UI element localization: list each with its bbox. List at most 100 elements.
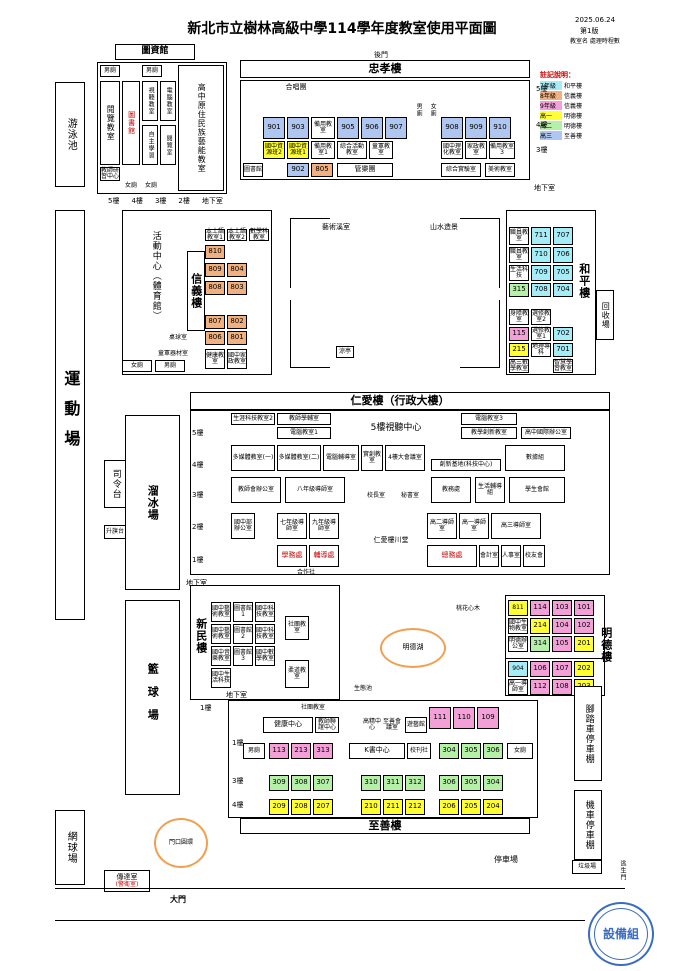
room-205: 205 xyxy=(461,799,481,815)
zs-label: 教師聯誼中心 xyxy=(315,717,339,733)
av-room: 視聽教室 xyxy=(142,81,158,121)
zx-label: 備用教室3 xyxy=(489,141,515,159)
ra-label: 高一導師室 xyxy=(459,513,489,539)
zs-label: 女廁 xyxy=(507,743,533,759)
xy-label: 本土語教室2 xyxy=(227,227,247,241)
xm-label: 國中科技教室 xyxy=(255,602,275,622)
av-center: 5樓視聽中心 xyxy=(370,423,422,434)
room-903: 903 xyxy=(287,117,309,139)
library-cell: 女廁 xyxy=(144,181,157,189)
room-115: 115 xyxy=(509,327,529,341)
hp-label: 智慧學習教室 xyxy=(553,358,573,373)
xy-label: 健康教室 xyxy=(205,349,225,369)
room-215: 215 xyxy=(509,343,529,357)
legend-swatch: 高一 xyxy=(540,111,562,120)
library-cell: 男廁 xyxy=(142,65,162,77)
hp-label: 身障教室 xyxy=(509,309,529,325)
mingde-building-lower: 904 106 107 202 高一導師室 112 108 203 xyxy=(505,658,605,696)
zx-label: 備用教室1 xyxy=(311,141,335,159)
zx-label: 男廁 xyxy=(415,103,423,117)
hp-label: 選修教室1 xyxy=(531,326,551,341)
md-label: 國中生物教室 xyxy=(508,618,528,634)
room-113: 113 xyxy=(269,743,289,759)
ra-label: 人事室 xyxy=(501,545,521,567)
aboriginal-room: 高中原住民族藝能教室 xyxy=(178,65,224,191)
recycle-area: 回收場 xyxy=(596,290,614,340)
room-705: 705 xyxy=(553,265,573,281)
room-311: 311 xyxy=(383,775,403,791)
room-710: 710 xyxy=(531,247,551,263)
zs-label: 社團教室 xyxy=(300,703,325,711)
ra-label: 國中部辦公室 xyxy=(231,513,255,539)
room-106: 106 xyxy=(530,661,550,677)
zx-label: 合唱團 xyxy=(285,83,307,92)
zx-label: 綜合活動教室 xyxy=(337,141,367,159)
xy-label: 童軍器材室 xyxy=(157,349,188,357)
room-905: 905 xyxy=(337,117,359,139)
pavilion: 涼亭 xyxy=(336,346,354,358)
room-310: 310 xyxy=(361,775,381,791)
room-304: 304 xyxy=(483,775,503,791)
room-111: 111 xyxy=(429,707,451,729)
ra-label: 高中國際辦公室 xyxy=(521,427,571,439)
ra-label: 4樓大會議室 xyxy=(385,445,425,471)
zhishan-name: 至善樓 xyxy=(240,818,530,834)
header-version: 第1版 xyxy=(580,27,599,35)
room-212: 212 xyxy=(405,799,425,815)
road-line xyxy=(55,920,585,921)
renai-name: 仁愛樓（行政大樓） xyxy=(190,392,610,410)
ra-label: 高三導師室 xyxy=(491,513,541,539)
reading-hall: 閱覽室 xyxy=(160,125,176,165)
floor-label: 地下室 xyxy=(201,197,223,205)
courtyard-left: 藝術溪室 xyxy=(322,223,350,231)
ra-floor: 4樓 xyxy=(192,461,204,469)
zs-floor: 3樓 xyxy=(232,777,244,785)
roundabout: 門口圓環 xyxy=(154,818,208,868)
md-label: 明德辦公室 xyxy=(508,636,528,652)
ra-floor: 1樓 xyxy=(192,556,204,564)
ra-floor: 2樓 xyxy=(192,523,204,531)
room-312: 312 xyxy=(405,775,425,791)
ra-label: 電腦教室1 xyxy=(277,427,331,439)
zhongxiao-name: 忠孝樓 xyxy=(240,60,530,78)
podium: 司令台 xyxy=(104,460,126,508)
xm-label: 國中科技教室 xyxy=(255,624,275,644)
hp-label: 選修教室2 xyxy=(531,309,551,325)
legend-desc: 信義樓 xyxy=(564,93,583,100)
mahogany: 桃花心木 xyxy=(456,605,481,612)
xy-label: 數學科教室 xyxy=(249,227,269,241)
ra-label: 學務處 xyxy=(277,545,307,567)
zs-label: K書中心 xyxy=(349,743,405,759)
room-802: 802 xyxy=(227,315,247,329)
tennis-court: 網球場 xyxy=(55,810,85,885)
ra-label: 秘書室 xyxy=(400,491,419,499)
ra-floor: 3樓 xyxy=(192,491,204,499)
room-107: 107 xyxy=(552,661,572,677)
ra-label: 教師會辦公室 xyxy=(231,477,281,503)
zx-label: 綜合實驗室 xyxy=(441,163,481,177)
room-103: 103 xyxy=(552,600,572,616)
hp-label: 高三數學教室 xyxy=(509,358,529,373)
ra-label: 實創教室 xyxy=(361,445,383,471)
room-202: 202 xyxy=(574,661,594,677)
room-807: 807 xyxy=(205,315,225,329)
zs-floor: 4樓 xyxy=(232,801,244,809)
room-811: 811 xyxy=(508,600,528,616)
legend-swatch: 7年級 xyxy=(540,81,562,90)
room-902: 902 xyxy=(287,163,309,177)
floor-label: 2樓 xyxy=(178,197,190,205)
teacher-center: 教師研習中心 xyxy=(100,166,120,181)
room-907: 907 xyxy=(385,117,407,139)
room-308: 308 xyxy=(291,775,311,791)
sports-field: 運動場 xyxy=(55,210,85,620)
legend-desc: 明德樓 xyxy=(564,113,583,120)
moto-parking: 機車停車棚 xyxy=(574,790,602,860)
xm-label: 國中數學教室 xyxy=(255,646,275,666)
ra-label: 校長室 xyxy=(366,491,385,499)
xm-label: 柔道教室 xyxy=(285,660,309,688)
zx-label: 美術教室 xyxy=(485,163,515,177)
room-206: 206 xyxy=(439,799,459,815)
self-study: 自主學習 xyxy=(142,125,158,165)
room-906: 906 xyxy=(361,117,383,139)
room-207: 207 xyxy=(313,799,333,815)
